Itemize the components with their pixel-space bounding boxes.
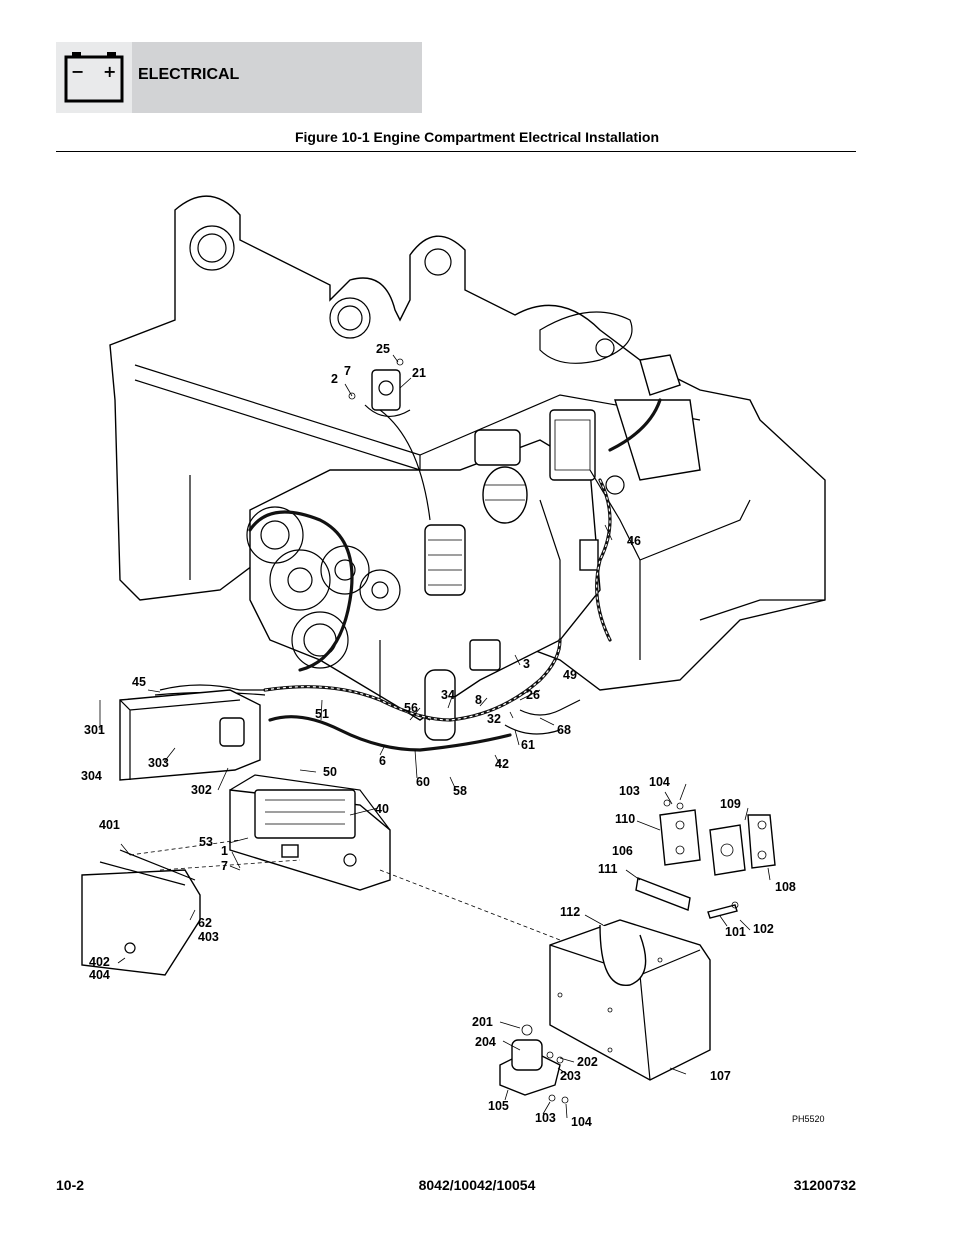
callout-402: 402 [89,955,110,969]
callout-56: 56 [404,701,418,715]
callout-304: 304 [81,769,102,783]
relay-bracket-group [635,799,776,919]
callout-2: 2 [331,372,338,386]
callout-109: 109 [720,797,741,811]
callout-62: 62 [198,916,212,930]
callout-110: 110 [615,812,635,826]
callout-204: 204 [475,1035,496,1049]
callout-302: 302 [191,783,212,797]
callout-53: 53 [199,835,213,849]
callout-21: 21 [412,366,426,380]
callout-403: 403 [198,930,219,944]
callout-49: 49 [563,668,577,682]
callout-7: 7 [344,364,351,378]
solenoid [499,1024,569,1104]
callout-7-lower: 7 [221,859,228,873]
battery-cover [81,839,301,976]
callout-3: 3 [523,657,530,671]
callout-202: 202 [577,1055,598,1069]
callout-103: 103 [619,784,640,798]
switch-assembly [348,358,411,417]
callout-106: 106 [612,844,633,858]
callout-51: 51 [315,707,329,721]
callout-60: 60 [416,775,430,789]
section-title: ELECTRICAL [138,66,240,83]
title-rule [56,151,856,152]
callout-40: 40 [375,802,389,816]
callout-104-lower: 104 [571,1115,592,1129]
model-numbers: 8042/10042/10054 [418,1177,536,1193]
callout-32: 32 [487,712,501,726]
callout-25: 25 [376,342,390,356]
callout-404: 404 [89,968,110,982]
callout-68: 68 [557,723,571,737]
callout-201: 201 [472,1015,493,1029]
callout-102: 102 [753,922,774,936]
callout-50: 50 [323,765,337,779]
manual-number: 31200732 [793,1177,856,1193]
callout-111: 111 [598,862,618,876]
callout-108: 108 [775,880,796,894]
callout-61: 61 [521,738,535,752]
engine-block [246,354,701,741]
callout-42: 42 [495,757,509,771]
callout-34: 34 [441,688,455,702]
figure-title: Figure 10-1 Engine Compartment Electrica… [294,129,660,145]
callout-45: 45 [132,675,146,689]
callout-46: 46 [627,534,641,548]
callout-labels: 25 7 21 2 46 45 3 49 26 34 8 301 51 56 3… [81,342,825,1129]
chassis-frame [109,195,826,691]
callout-101: 101 [725,925,746,939]
callout-107: 107 [710,1069,731,1083]
callout-58: 58 [453,784,467,798]
callout-8: 8 [475,693,482,707]
wiring-harness [154,398,662,752]
callout-104: 104 [649,775,670,789]
callout-26: 26 [526,688,540,702]
battery-icon: − + [64,52,124,103]
photo-id: PH5520 [792,1114,825,1124]
leader-lines [99,354,771,1119]
callout-1: 1 [221,844,228,858]
battery-plus-sign: + [103,62,116,81]
battery-minus-sign: − [71,62,84,81]
callout-6: 6 [379,754,386,768]
callout-105: 105 [488,1099,509,1113]
callout-103-lower: 103 [535,1111,556,1125]
callout-301: 301 [84,723,105,737]
mounting-bracket [379,869,711,1081]
battery-tray [119,689,391,891]
callout-401: 401 [99,818,120,832]
callout-303: 303 [148,756,169,770]
page-number: 10-2 [56,1177,85,1193]
callout-203: 203 [560,1069,581,1083]
callout-112: 112 [560,905,580,919]
battery-icon-tile: − + [56,42,132,113]
